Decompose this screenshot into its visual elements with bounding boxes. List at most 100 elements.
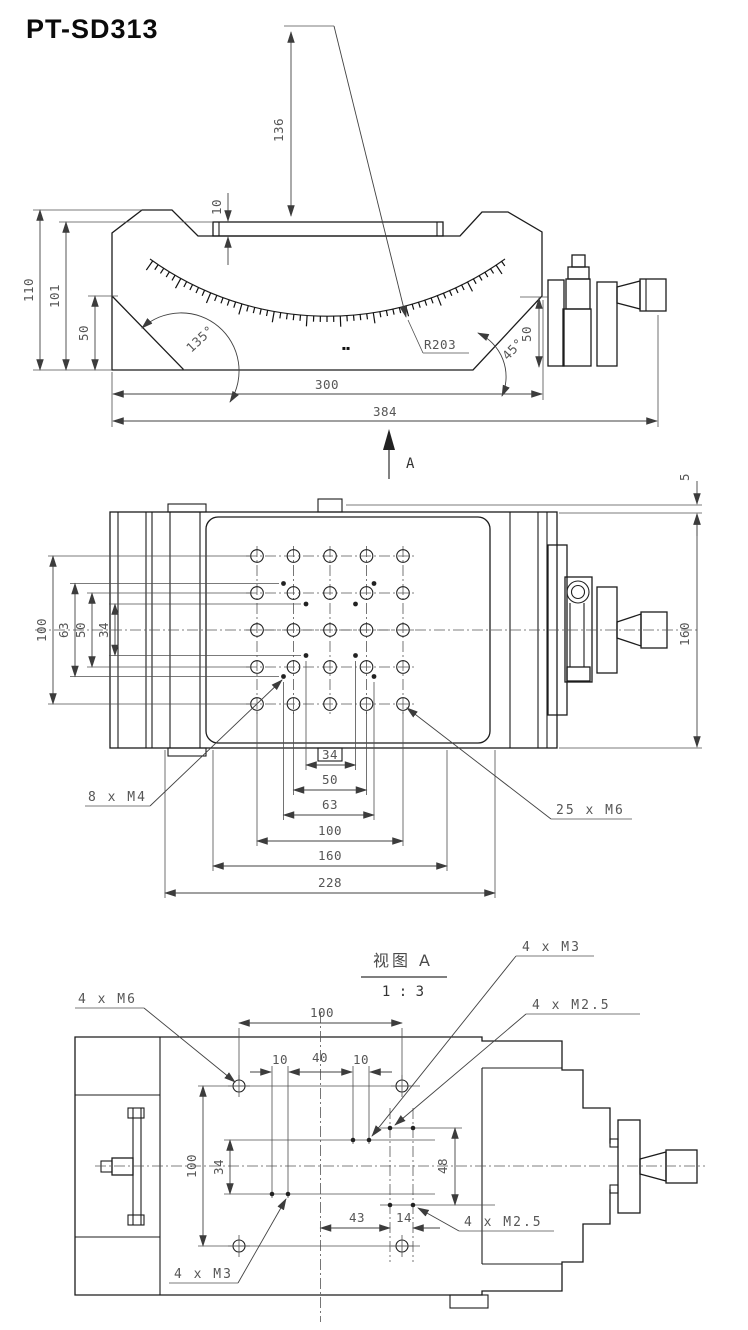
scale-tick — [489, 268, 495, 274]
leader-4xM25-top — [394, 1013, 527, 1126]
dim-110: 110 — [21, 278, 36, 302]
dim-160-right: 160 — [677, 622, 692, 646]
m4-hole — [281, 674, 286, 679]
scale-tick — [165, 271, 170, 278]
dim-228-bottom: 228 — [318, 875, 342, 890]
dim-r203: R203 — [424, 337, 456, 352]
bottom-tab — [167, 747, 207, 757]
m4-hole — [303, 653, 309, 658]
m4-hole — [353, 601, 358, 607]
label-4xM25-right: 4 x M2.5 — [464, 1215, 543, 1230]
brand-mark: ▪▪ — [342, 345, 350, 352]
m6-hole — [396, 660, 410, 674]
scale-tick — [430, 297, 434, 304]
scale-tick — [233, 301, 237, 308]
scale-tick — [279, 312, 282, 319]
angle-135-arc — [141, 312, 240, 403]
scale-tick — [466, 281, 473, 292]
scale-tick — [379, 311, 382, 318]
dim-63-left: 63 — [56, 622, 71, 638]
leader-4xM25-right — [417, 1207, 460, 1232]
m6-hole — [359, 623, 374, 637]
bottom-handle-knob — [665, 1149, 698, 1184]
m3-hole — [269, 1191, 275, 1197]
scale-tick — [238, 303, 243, 315]
clamp-ring — [566, 580, 590, 604]
m3-hole — [285, 1191, 291, 1197]
front-view: 136 R203 10 110 101 50 135° 45° 50 — [21, 25, 667, 479]
dim-48: 48 — [435, 1158, 450, 1174]
scale-tick — [454, 287, 459, 294]
scale-tick — [205, 292, 212, 304]
m6-hole — [286, 549, 301, 563]
scale-tick — [495, 264, 503, 275]
top-tab — [167, 503, 207, 513]
scale-tick — [352, 314, 355, 321]
m6-hole — [250, 623, 264, 637]
angle-45-arc — [477, 332, 510, 397]
scale-tick — [359, 314, 362, 321]
scale-tick — [417, 301, 421, 308]
scale-tick — [271, 311, 275, 323]
scale-tick — [478, 274, 483, 281]
label-4xM3-bottom: 4 x M3 — [174, 1267, 233, 1282]
scale-tick — [472, 278, 477, 285]
dim-63-bottom: 63 — [322, 797, 338, 812]
scale-tick — [424, 299, 428, 306]
m6-hole — [323, 549, 337, 563]
scale-tick — [265, 310, 269, 317]
leader-25xM6 — [406, 707, 552, 820]
scale-tick — [189, 284, 194, 291]
dim-136: 136 — [271, 118, 286, 142]
bottom-handle-flange — [617, 1119, 641, 1214]
leader-4xM3-bottom — [237, 1198, 287, 1284]
m6-hole — [286, 586, 301, 600]
front-handle-knob — [639, 278, 667, 312]
scale-tick — [159, 268, 165, 274]
m6-hole — [286, 660, 301, 674]
bottom-center-tab — [449, 1294, 489, 1309]
scale-tick — [398, 307, 402, 314]
m6-hole — [323, 623, 337, 637]
scale-tick — [195, 287, 200, 294]
dim-10-b: 10 — [353, 1052, 369, 1067]
scale-tick — [174, 278, 182, 289]
m6-hole — [396, 586, 410, 600]
dim-300: 300 — [315, 377, 339, 392]
drawing-title: PT-SD313 — [26, 14, 159, 44]
scale-tick — [299, 314, 302, 321]
front-handle-assembly — [547, 254, 667, 367]
leader-4xM6 — [143, 1007, 236, 1083]
m2_5-hole — [410, 1125, 416, 1131]
scale-tick — [372, 312, 376, 324]
bottom-body-outline — [74, 1036, 611, 1296]
dim-50-right: 50 — [519, 326, 534, 342]
scale-tick — [405, 305, 410, 317]
section-arrow-a-label: A — [406, 456, 415, 472]
leader-8xM4 — [149, 679, 283, 807]
label-4xM25-top: 4 x M2.5 — [532, 998, 611, 1013]
m6-hole — [323, 660, 337, 674]
dim-50-left-top: 50 — [73, 622, 88, 638]
bottom-view: 视图 A 1 : 3 — [74, 940, 705, 1322]
dim-160-bottom: 160 — [318, 848, 342, 863]
label-4xM3-top: 4 x M3 — [522, 940, 581, 955]
left-shaft-stub — [111, 1157, 134, 1176]
front-body-outline — [111, 209, 543, 371]
m3-hole — [350, 1137, 356, 1143]
m3-hole — [366, 1137, 372, 1143]
bottom-tab — [317, 747, 343, 762]
top-tab — [317, 498, 343, 513]
scale-tick — [442, 292, 447, 299]
scale-tick — [500, 260, 506, 267]
m4-hole — [371, 581, 377, 586]
scale-tick — [484, 271, 489, 278]
m6-hole — [359, 549, 374, 563]
label-25xM6: 25 x M6 — [556, 803, 625, 818]
dim-34-bv: 34 — [211, 1159, 226, 1175]
section-arrow-a-head — [383, 429, 395, 450]
label-4xM6: 4 x M6 — [78, 992, 137, 1007]
dim-50-bottom: 50 — [322, 772, 338, 787]
front-left-chamfer-line — [111, 295, 184, 370]
